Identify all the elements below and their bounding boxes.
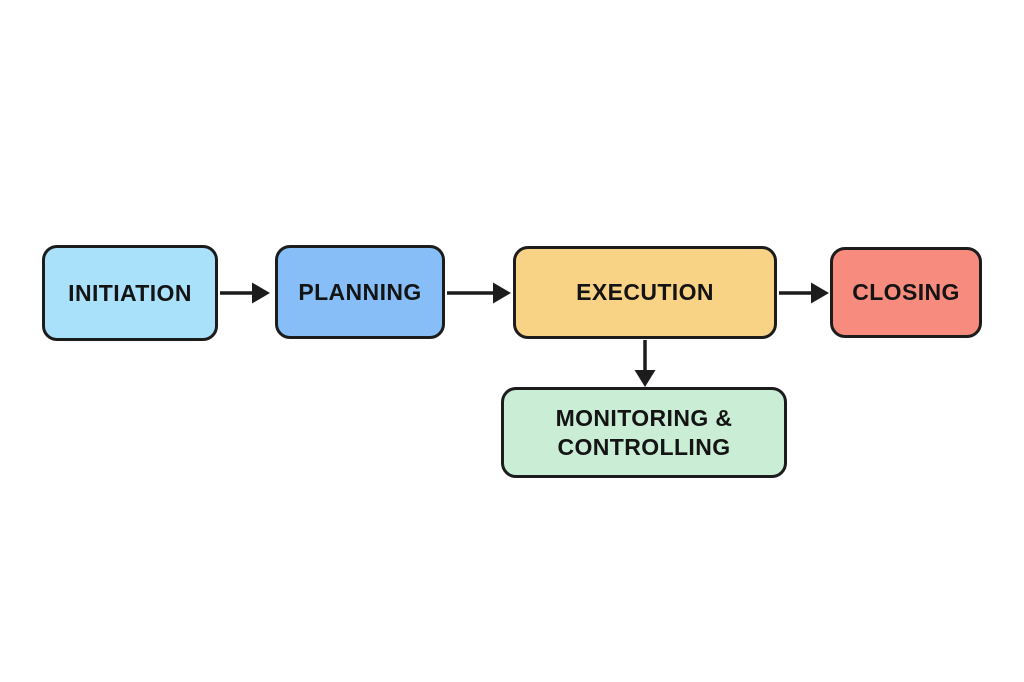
- arrow-initiation-to-planning: [220, 282, 270, 304]
- node-planning: PLANNING: [275, 245, 445, 339]
- node-initiation: INITIATION: [42, 245, 218, 341]
- arrow-planning-to-execution: [447, 282, 511, 304]
- arrow-execution-to-monitoring: [634, 340, 656, 387]
- node-monitoring-controlling: MONITORING & CONTROLLING: [501, 387, 787, 478]
- node-monitoring-controlling-label: MONITORING & CONTROLLING: [555, 404, 733, 460]
- node-execution-label: EXECUTION: [576, 279, 714, 306]
- node-closing: CLOSING: [830, 247, 982, 338]
- arrow-execution-to-closing: [779, 282, 829, 304]
- node-execution: EXECUTION: [513, 246, 777, 339]
- node-closing-label: CLOSING: [852, 279, 960, 306]
- node-planning-label: PLANNING: [298, 278, 422, 305]
- node-initiation-label: INITIATION: [68, 279, 192, 306]
